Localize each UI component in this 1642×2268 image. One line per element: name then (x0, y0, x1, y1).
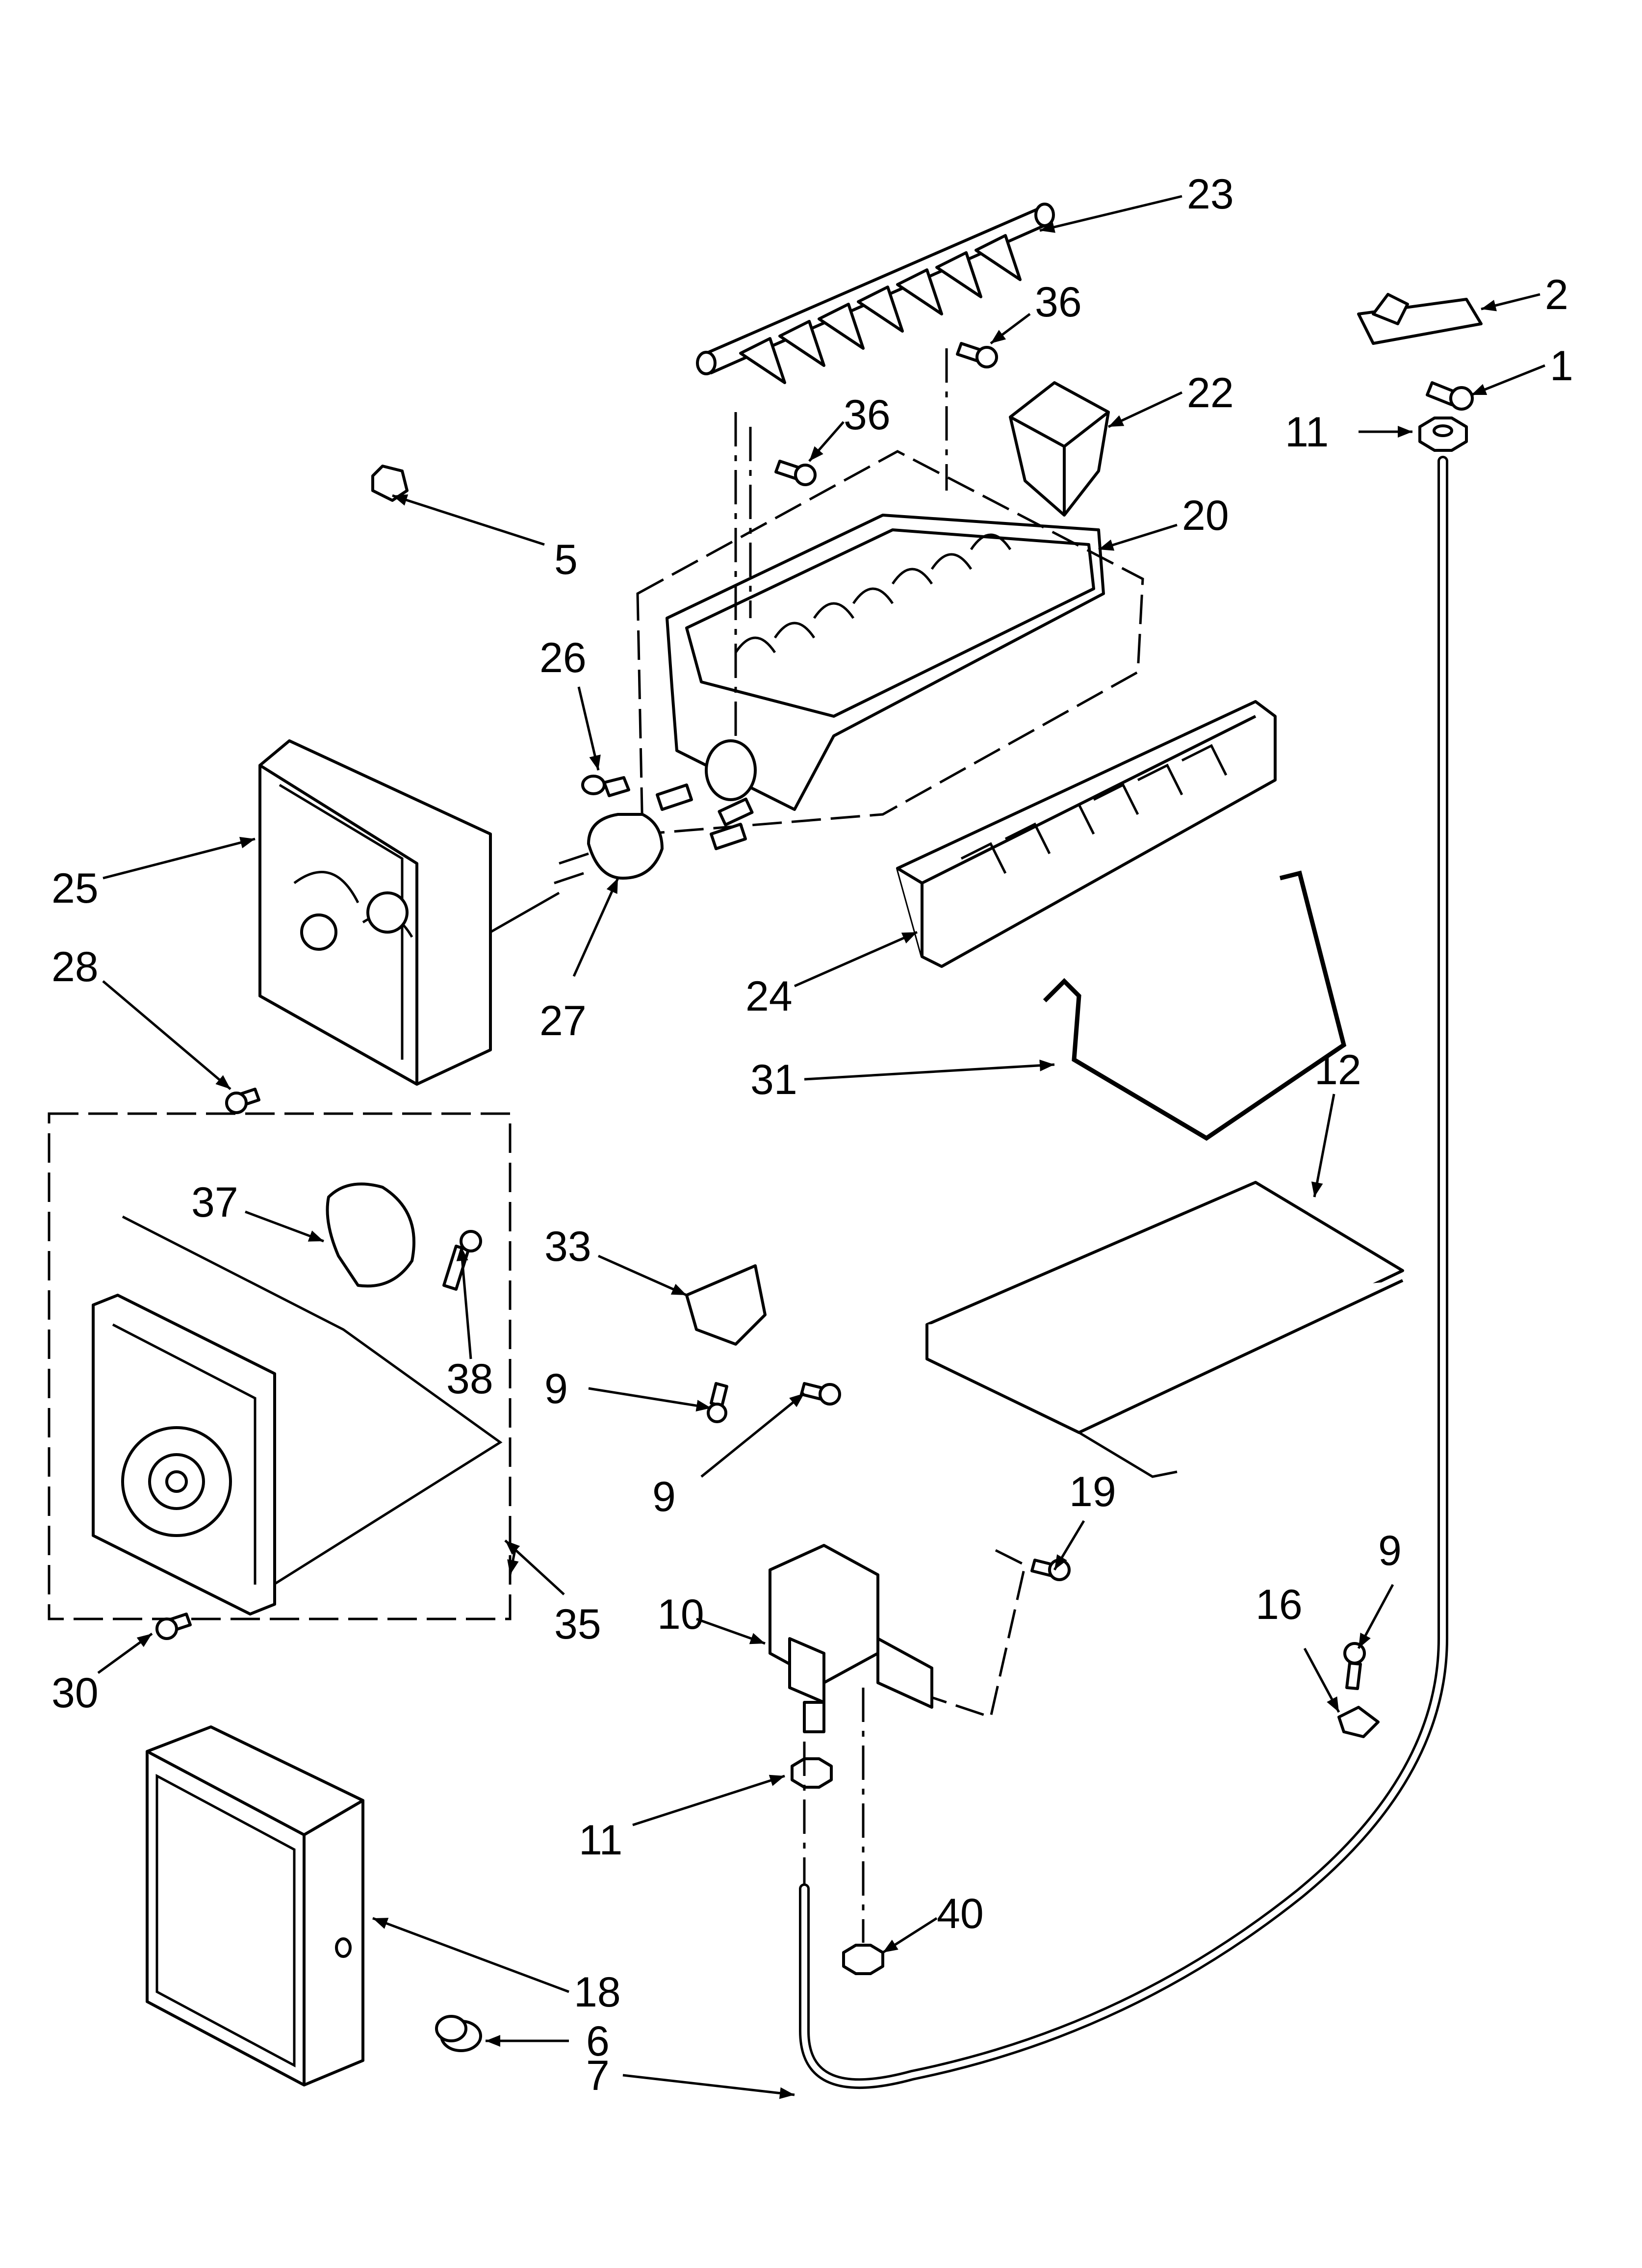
part-6-plug (435, 2015, 482, 2052)
callout-6: 6 (586, 2018, 610, 2065)
callout-18: 18 (574, 1969, 621, 2016)
callout-20: 20 (1182, 492, 1229, 539)
part-12-mounting-plate (925, 1181, 1404, 1478)
callout-7: 7 (586, 2052, 610, 2099)
callout-9-b: 9 (652, 1473, 676, 1520)
callout-11-top: 11 (1285, 409, 1329, 456)
part-5-clip (371, 465, 409, 502)
callout-35: 35 (554, 1601, 601, 1648)
callout-1: 1 (1550, 342, 1573, 390)
part-2-bracket (1357, 293, 1483, 345)
callout-11-bottom: 11 (579, 1817, 622, 1864)
callout-16: 16 (1256, 1581, 1303, 1628)
callout-9-a: 9 (544, 1365, 568, 1412)
part-26-pin (581, 775, 630, 797)
callout-40: 40 (937, 1890, 984, 1937)
callout-30: 30 (51, 1669, 99, 1717)
part-9-screw-b (800, 1382, 841, 1406)
callout-2: 2 (1545, 271, 1568, 318)
part-9-screw-a (707, 1382, 728, 1423)
callout-10: 10 (657, 1591, 704, 1638)
part-22-fill-cup (1009, 381, 1110, 517)
part-18-cover (146, 1725, 364, 2086)
part-19-screw (1030, 1559, 1071, 1581)
part-30-screw (155, 1613, 192, 1640)
callout-22: 22 (1187, 369, 1234, 417)
part-1-screw (1426, 381, 1474, 411)
part-35-control-module (92, 1294, 276, 1616)
part-23-rake (696, 203, 1055, 384)
part-16-clamp (1337, 1706, 1380, 1738)
part-20-ice-mold (666, 514, 1105, 827)
callout-33: 33 (544, 1223, 591, 1270)
part-36-screw-a (956, 342, 998, 368)
module-dashed-box (48, 1112, 512, 1620)
part-25-control-housing (258, 739, 492, 1086)
callout-19: 19 (1069, 1468, 1116, 1515)
callout-25: 25 (51, 865, 99, 912)
part-33-bracket (685, 1264, 767, 1346)
part-27-motor-connector (554, 813, 664, 885)
part-31-shutoff-arm (1043, 870, 1347, 1141)
part-28-screw (225, 1088, 260, 1114)
callout-5: 5 (554, 536, 578, 583)
part-7-water-tube (799, 456, 1448, 2089)
mold-shaft-pins (656, 783, 747, 850)
callout-31: 31 (750, 1056, 797, 1103)
part-9-screw-c (1343, 1642, 1366, 1690)
part-10-water-valve (769, 1544, 933, 1733)
callout-24: 24 (745, 973, 793, 1020)
part-24-housing (896, 700, 1277, 968)
callout-36-a: 36 (1035, 279, 1082, 326)
part-36-screw-b (774, 460, 817, 486)
callout-labels: 23 2 1 11 36 36 22 20 5 26 25 27 24 31 1… (51, 171, 1573, 2099)
callout-9-c: 9 (1378, 1527, 1402, 1574)
callout-27: 27 (539, 997, 587, 1044)
callout-23: 23 (1187, 171, 1234, 218)
callout-26: 26 (539, 634, 587, 681)
part-11-nut-top (1418, 417, 1468, 452)
part-11-nut-bottom (791, 1757, 833, 1789)
part-37-motor (326, 1182, 415, 1288)
leader-lines (97, 195, 1545, 2099)
callout-12: 12 (1314, 1046, 1361, 1094)
callout-38: 38 (446, 1356, 493, 1403)
callout-28: 28 (51, 943, 99, 991)
callout-37: 37 (191, 1179, 238, 1226)
callout-36-b: 36 (844, 391, 891, 439)
part-40-nut (842, 1944, 884, 1975)
